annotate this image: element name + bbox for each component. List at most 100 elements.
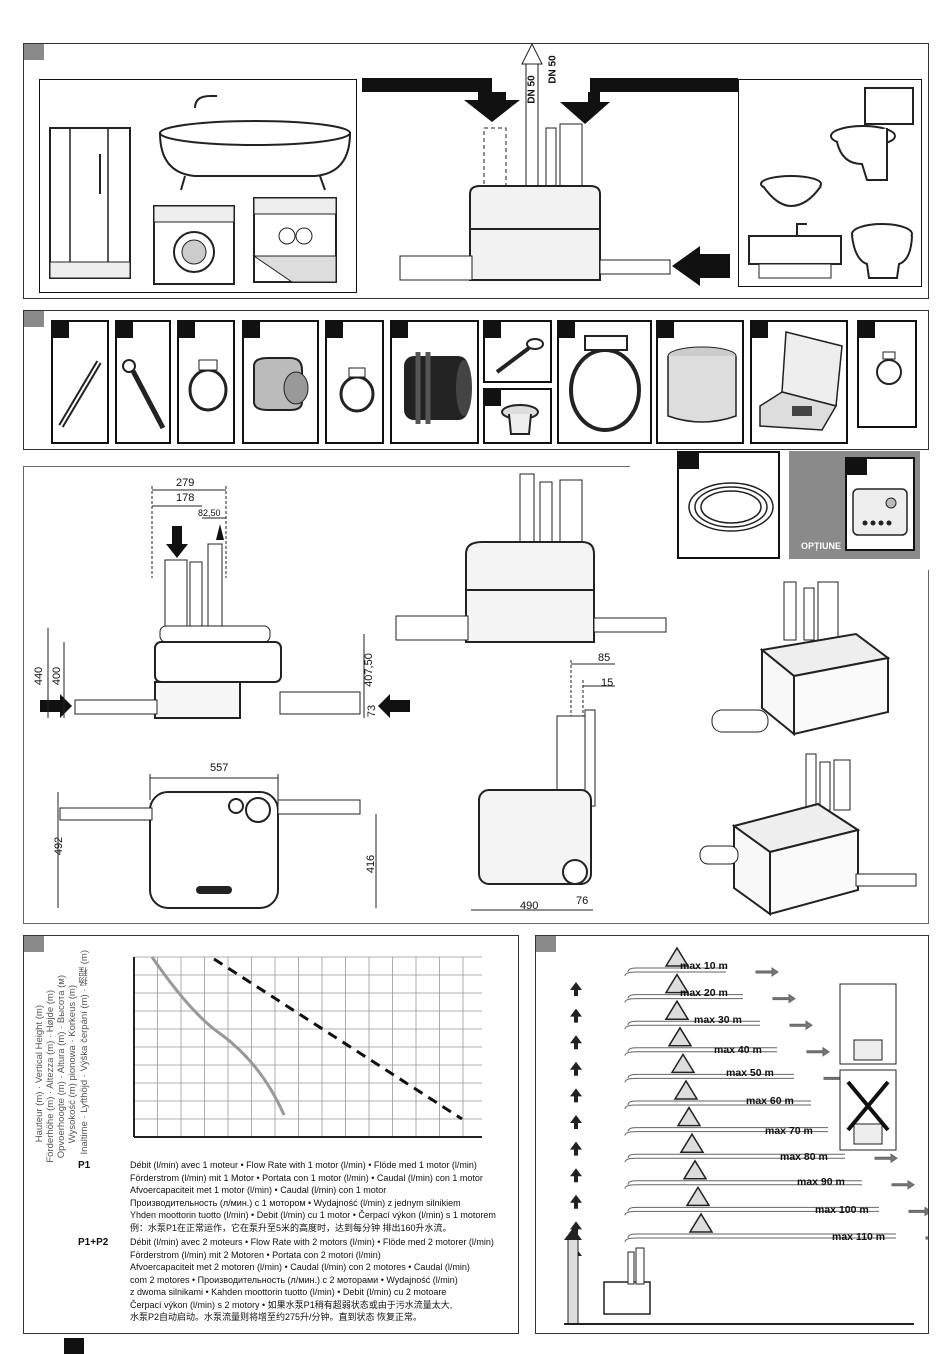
curve-p1 — [150, 956, 286, 1116]
pipe-run-line — [627, 1020, 760, 1026]
pipe-run-line — [627, 1100, 811, 1106]
pump-side-elevation — [471, 660, 615, 911]
hose-clamp-icon — [569, 335, 641, 432]
p1-label: P1 — [78, 1160, 91, 1171]
part-cap — [483, 388, 552, 444]
section-performance-chart — [23, 935, 519, 1334]
pipe-run-line — [624, 1157, 845, 1163]
up-arrow-icon — [570, 1035, 582, 1050]
p12-line-3: Afvoercapaciteit met 2 motoren (l/min) •… — [130, 1262, 470, 1272]
pipe-run-line — [624, 1077, 794, 1083]
dim-width-76: 76 — [576, 895, 589, 907]
part-hose-clamp-medium — [325, 320, 384, 444]
p1-line-6: 例：水泵P1在正常运作，它在泵升至5米的高度时，达到每分钟 排出160升水流。 — [130, 1222, 452, 1233]
up-arrow-icon — [570, 1194, 582, 1209]
pump-perspective-front — [395, 473, 667, 643]
p12-line-4: com 2 motores • Производительность (л/ми… — [130, 1274, 458, 1285]
warning-triangle-icon — [679, 1132, 705, 1153]
flow-arrow — [755, 967, 779, 977]
p12-line-1: Débit (l/min) avec 2 moteurs • Flow Rate… — [130, 1237, 494, 1247]
flow-arrow — [908, 1206, 928, 1217]
part-screw-long — [115, 320, 171, 444]
flow-arrow — [789, 1020, 813, 1031]
up-arrow-icon — [570, 1088, 582, 1103]
dim-height-440: 440 — [33, 666, 46, 686]
rubber-sleeve-icon — [404, 352, 472, 424]
p1-line-4: Производительность (л/мин.) с 1 мотором … — [130, 1197, 461, 1208]
pipe-run-line — [627, 1127, 828, 1132]
max-label-100: max 100 m — [815, 1204, 869, 1216]
curve-p1-p2 — [213, 957, 463, 1121]
appliances-right-box — [738, 79, 922, 287]
wall-plug-icon — [58, 360, 102, 428]
p1-line-1: Débit (l/min) avec 1 moteur • Flow Rate … — [130, 1160, 477, 1170]
screw-icon — [122, 359, 166, 430]
bidet-icon — [851, 223, 913, 279]
dim-width-82-50: 82,50 — [198, 508, 221, 518]
sink-icon — [748, 223, 842, 279]
part-hose-clamp-small — [177, 320, 235, 444]
pipe-run-line — [624, 998, 743, 1003]
max-label-20: max 20 m — [680, 987, 728, 999]
dn50-left-label: DN 50 — [526, 75, 538, 104]
pipe-run-line — [624, 1210, 879, 1216]
dim-height-400: 400 — [51, 666, 64, 686]
pipe-run-line — [624, 971, 726, 977]
warning-triangle-icon — [682, 1159, 708, 1180]
y-axis-label-5: Inaltime · Lyfthöjd · Výška čerpání (m) … — [79, 950, 90, 1155]
max-label-50: max 50 m — [726, 1067, 774, 1079]
y-axis-label-2: Förderhöhe (m) · Altezza (m) · Højde (m) — [45, 990, 56, 1163]
warning-triangle-icon — [670, 1052, 696, 1074]
dim-width-178: 178 — [176, 492, 195, 504]
accessory-coiled-tube — [677, 451, 780, 559]
dim-height-492: 492 — [53, 836, 66, 856]
pump-perspective-right-top — [711, 581, 891, 737]
coiled-tube-icon — [688, 482, 774, 532]
hose-clamp-icon — [339, 367, 375, 413]
dim-height-407-50: 407,50 — [362, 653, 375, 687]
section-tab-marker — [24, 311, 44, 327]
max-label-90: max 90 m — [797, 1176, 845, 1188]
warning-triangle-icon — [673, 1079, 699, 1100]
pipe-run-line — [627, 1206, 879, 1212]
max-label-70: max 70 m — [765, 1125, 813, 1137]
flow-rate-grid-chart — [133, 956, 482, 1138]
dim-height-73: 73 — [366, 704, 379, 718]
pipe-run-line — [624, 1184, 862, 1189]
hose-clamp-icon — [188, 359, 228, 412]
up-arrow-icon — [570, 982, 582, 996]
pipe-run-line — [624, 1104, 811, 1110]
cap-icon — [501, 404, 539, 435]
flow-arrow — [874, 1153, 898, 1164]
up-arrow-icon — [570, 1141, 582, 1156]
section-installation-overview: DN 50 DN 50 — [23, 43, 929, 299]
p1-line-2: Förderstrom (l/min) mit 1 Motor • Portat… — [130, 1172, 483, 1183]
section-tab-marker — [536, 936, 556, 952]
pipe-run-line — [624, 1131, 828, 1136]
screw-icon — [495, 338, 544, 374]
p12-line-2: Förderstrom (l/min) mit 2 Motoren • Port… — [130, 1249, 381, 1260]
flow-arrow — [925, 1236, 928, 1240]
part-clip — [857, 320, 917, 428]
dim-width-557: 557 — [210, 762, 229, 774]
warning-triangle-icon — [676, 1106, 702, 1127]
flow-arrow — [891, 1179, 915, 1190]
washing-machine-icon — [153, 205, 235, 285]
section-tab-marker — [24, 44, 44, 60]
clip-icon — [876, 351, 902, 385]
pump-perspective-right-bottom — [699, 753, 917, 916]
warning-triangle-icon — [667, 1026, 693, 1047]
mounting-pad-icon — [759, 331, 843, 431]
dim-width-85: 85 — [598, 652, 611, 664]
warning-triangle-icon — [685, 1185, 711, 1207]
max-label-80: max 80 m — [780, 1151, 828, 1163]
max-label-110: max 110 m — [832, 1231, 886, 1243]
y-axis-label-4: Wysokość (m) pionowa · Korkeus (m) — [67, 985, 78, 1144]
option-label: OPȚIUNE — [801, 541, 842, 551]
part-wall-plug — [51, 320, 109, 444]
pipe-run-line — [624, 1024, 760, 1030]
dishwasher-icon — [252, 197, 337, 283]
warning-triangle-icon — [664, 999, 690, 1020]
toilet-icon — [830, 87, 914, 181]
part-rubber-sleeve — [390, 320, 479, 444]
